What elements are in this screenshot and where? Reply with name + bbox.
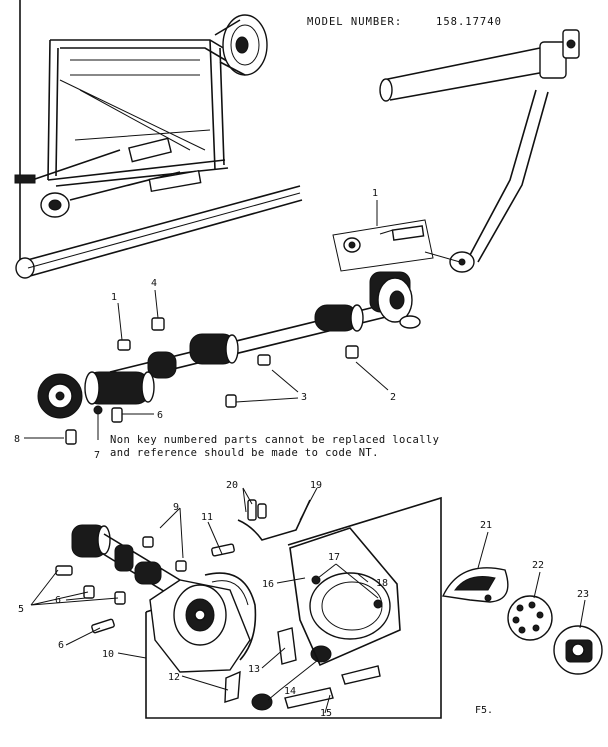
callout-5-lower: 5 — [18, 604, 24, 615]
part-22-bobbin — [507, 595, 553, 641]
replacement-note: Non key numbered parts cannot be replace… — [110, 434, 439, 459]
callout-6-mid: 6 — [55, 595, 61, 606]
part-23-bobbin-case — [553, 625, 603, 675]
callout-20: 20 — [226, 480, 238, 491]
callout-16: 16 — [262, 579, 274, 590]
callout-6-lower: 6 — [58, 640, 64, 651]
machine-frame-illustration — [14, 0, 303, 279]
callout-4: 4 — [151, 278, 157, 289]
callout-10: 10 — [102, 649, 114, 660]
callout-6: 6 — [157, 410, 163, 421]
shaft-leaders — [24, 289, 389, 440]
rod-and-crank — [379, 29, 580, 273]
part-21-shuttle — [441, 567, 509, 603]
callout-13: 13 — [248, 664, 260, 675]
model-number-value: 158.17740 — [436, 16, 502, 28]
callout-17: 17 — [328, 552, 340, 563]
callout-18: 18 — [376, 578, 388, 589]
callout-3: 3 — [301, 392, 307, 403]
part-1-group — [332, 200, 434, 272]
note-line-2: and reference should be made to code NT. — [110, 447, 379, 459]
callout-1: 1 — [372, 188, 378, 199]
callout-23: 23 — [577, 589, 589, 600]
part-16-ring — [289, 527, 401, 667]
callout-8: 8 — [14, 434, 20, 445]
model-number-label: MODEL NUMBER: — [307, 16, 402, 28]
callout-12: 12 — [168, 672, 180, 683]
callout-14: 14 — [284, 686, 296, 697]
callout-2: 2 — [390, 392, 396, 403]
lower-leaders — [30, 487, 586, 714]
callout-5: 1 — [111, 292, 117, 303]
hook-assembly-illustration — [55, 499, 381, 711]
callout-9: 9 — [173, 502, 179, 513]
callout-11: 11 — [201, 512, 213, 523]
callout-21: 21 — [480, 520, 492, 531]
callout-19: 19 — [310, 480, 322, 491]
callout-7: 7 — [94, 450, 100, 461]
main-shaft-illustration — [37, 271, 421, 445]
note-line-1: Non key numbered parts cannot be replace… — [110, 434, 439, 446]
callout-15: 15 — [320, 708, 332, 719]
figure-code: F5. — [475, 705, 493, 716]
callout-22: 22 — [532, 560, 544, 571]
